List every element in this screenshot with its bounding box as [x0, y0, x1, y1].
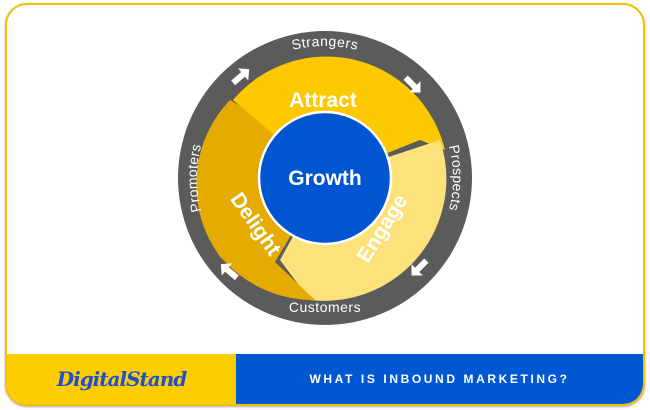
stage-attract: Attract	[289, 89, 357, 112]
center-label: Growth	[288, 167, 362, 190]
arrow-icon-top-left	[231, 68, 250, 86]
footer-banner: DigitalStand WHAT IS INBOUND MARKETING?	[7, 354, 643, 404]
footer-title: WHAT IS INBOUND MARKETING?	[236, 354, 643, 404]
ring-label-promoters: Promoters	[184, 142, 204, 214]
cycle-arrows	[220, 68, 429, 281]
ring-label-customers: Customers	[289, 299, 361, 315]
arrow-icon-top-right	[403, 75, 421, 93]
ring-label-prospects: Prospects	[446, 143, 465, 213]
arrow-icon-bottom-right	[411, 258, 429, 276]
svg-text:Strangers: Strangers	[290, 33, 360, 53]
brand-logo: DigitalStand	[7, 354, 236, 404]
ring-label-strangers: Strangers	[290, 33, 360, 53]
growth-circle	[257, 110, 393, 246]
svg-text:Prospects: Prospects	[446, 143, 466, 213]
svg-text:Promoters: Promoters	[184, 142, 204, 214]
arrow-icon-bottom-left	[220, 263, 239, 281]
